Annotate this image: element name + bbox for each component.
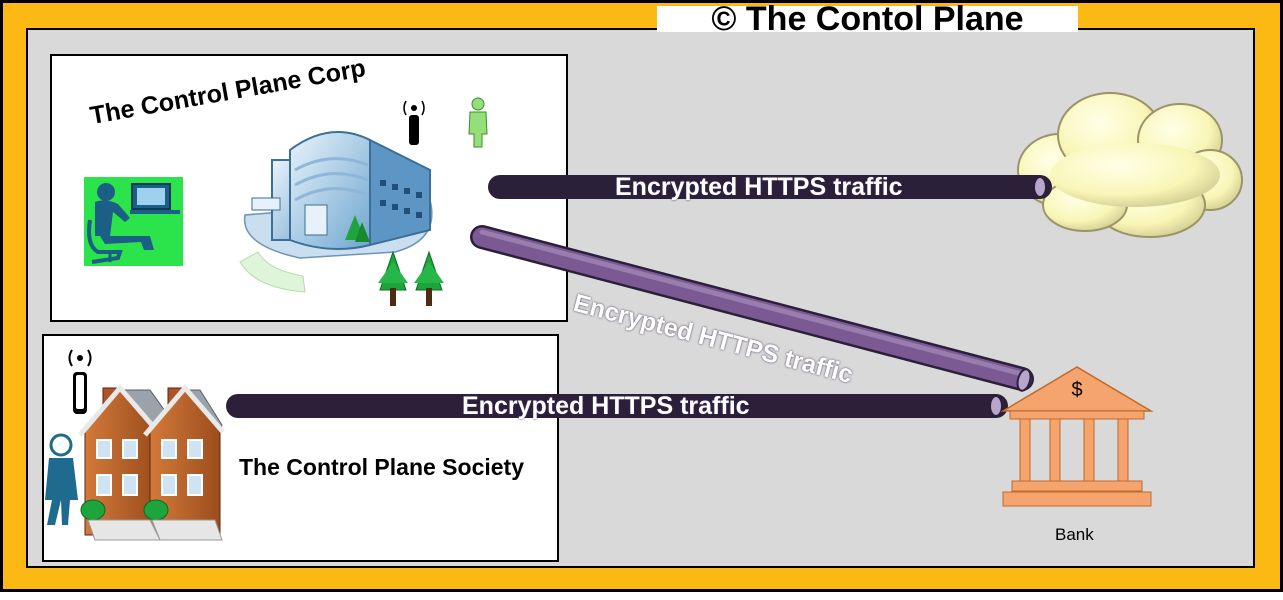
pipe-corp-to-cloud bbox=[488, 175, 1052, 199]
bank-dollar-icon: $ bbox=[1071, 379, 1082, 401]
wifi-antenna-icon bbox=[403, 100, 425, 145]
society-label: The Control Plane Society bbox=[239, 454, 524, 480]
title-box bbox=[657, 6, 1078, 32]
bank-icon: $ bbox=[1000, 366, 1154, 507]
person-icon bbox=[45, 433, 78, 525]
link-label-corp-to-cloud: Encrypted HTTPS traffic bbox=[615, 173, 903, 201]
page-title: © The Contol Plane bbox=[711, 0, 1024, 38]
trees-icon bbox=[378, 250, 444, 306]
person-icon bbox=[468, 97, 488, 148]
office-building-icon bbox=[243, 131, 433, 259]
curved-arrow-icon bbox=[239, 251, 306, 293]
link-label-society-to-bank: Encrypted HTTPS traffic bbox=[462, 392, 750, 420]
desk-worker-icon bbox=[84, 177, 183, 266]
bank-label: Bank bbox=[1055, 525, 1094, 544]
pipe-society-to-bank bbox=[226, 394, 1008, 418]
houses-icon bbox=[78, 384, 225, 541]
wifi-antenna-icon bbox=[68, 349, 92, 414]
internet-cloud-icon bbox=[1017, 92, 1243, 238]
pipe-corp-to-bank bbox=[470, 225, 1034, 392]
